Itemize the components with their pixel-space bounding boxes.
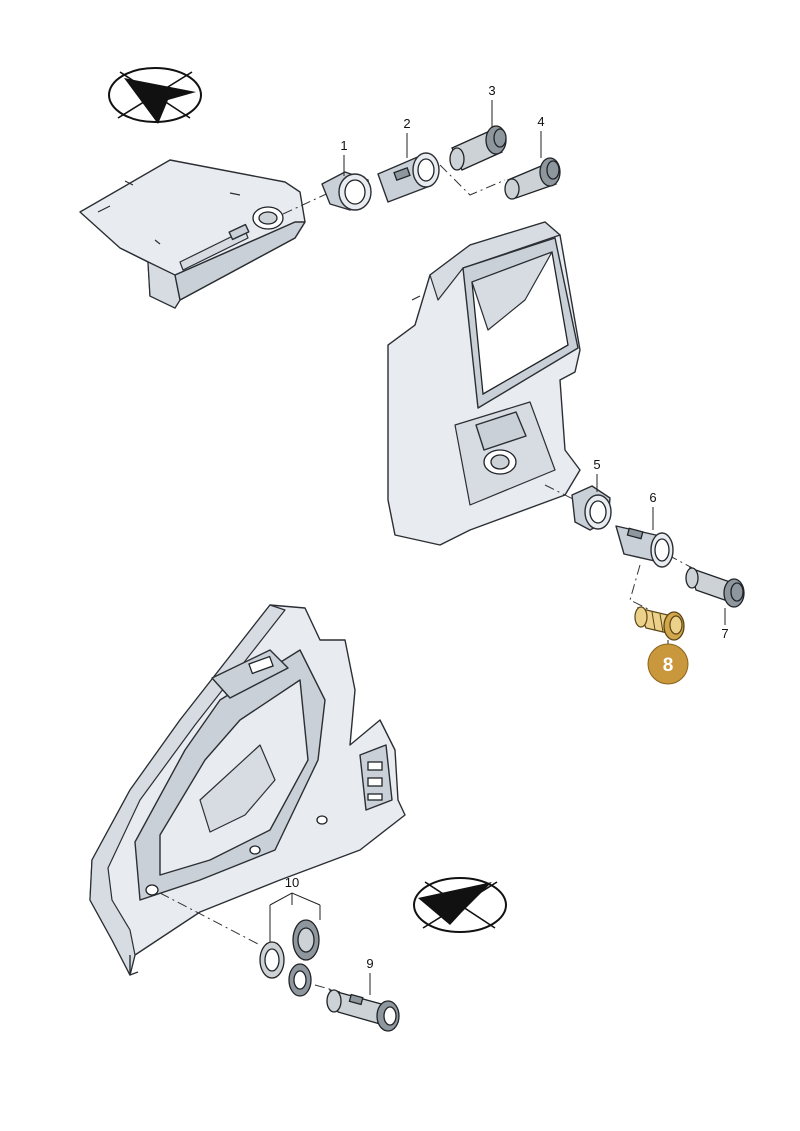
direction-compass-icon — [108, 67, 202, 124]
callout-6: 6 — [649, 490, 656, 505]
part-9-socket — [326, 989, 400, 1032]
upper-trim-panel — [79, 159, 306, 309]
callout-9: 9 — [366, 956, 373, 971]
part-6-socket-insert — [615, 525, 674, 568]
part-7-plug — [685, 566, 745, 608]
callout-4: 4 — [537, 114, 544, 129]
part-3-plug — [449, 125, 507, 171]
callout-2: 2 — [403, 116, 410, 131]
callout-10: 10 — [285, 875, 299, 890]
direction-compass-lower-icon — [413, 877, 507, 933]
callout-5: 5 — [593, 457, 600, 472]
callout-8-badge: 8 — [647, 643, 689, 685]
part-5-holder-ring — [571, 485, 612, 531]
lower-side-trim-panel — [89, 604, 406, 976]
part-10-nut-and-ring — [259, 919, 320, 997]
callout-8: 8 — [663, 655, 674, 676]
callout-3: 3 — [488, 83, 495, 98]
part-8-socket-highlighted — [634, 606, 685, 641]
part-1-holder-ring — [321, 171, 372, 211]
callout-1: 1 — [340, 138, 347, 153]
part-4-plug — [504, 157, 561, 200]
part-2-socket-insert — [377, 152, 440, 203]
callout-7: 7 — [721, 626, 728, 641]
middle-trim-panel — [387, 221, 581, 546]
